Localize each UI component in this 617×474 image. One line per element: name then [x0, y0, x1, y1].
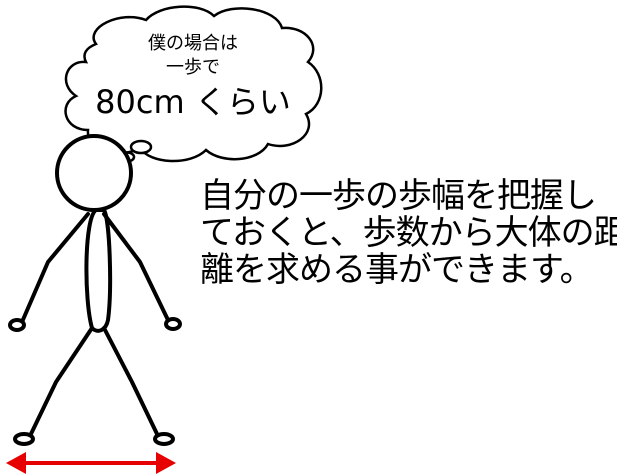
figure-left-arm — [20, 212, 90, 324]
figure-head — [55, 134, 133, 212]
thought-line-1: 僕の場合は — [148, 33, 238, 54]
caption-line-3: 離を求める事ができます。 — [200, 250, 594, 290]
figure-right-arm — [102, 212, 170, 322]
figure-torso — [84, 208, 113, 333]
figure-left-foot — [13, 432, 35, 446]
explanation-caption: 自分の一歩の歩幅を把握し ておくと、歩数から大体の距 離を求める事ができます。 — [200, 176, 617, 290]
figure-right-hand — [164, 317, 182, 331]
thought-bubble — [64, 5, 323, 163]
stride-arrow-head-left — [6, 452, 26, 474]
thought-line-2: 一歩で — [166, 57, 220, 78]
caption-line-2: ておくと、歩数から大体の距 — [200, 213, 617, 253]
thought-cloud-shape — [64, 5, 323, 163]
caption-line-1: 自分の一歩の歩幅を把握し — [200, 176, 597, 216]
figure-left-hand — [8, 318, 26, 332]
figure-right-foot — [153, 432, 175, 446]
thought-bubble-text: 僕の場合は 一歩で 80cm くらい — [78, 32, 308, 122]
thought-dot-large — [129, 139, 153, 155]
stride-arrow — [6, 452, 176, 474]
thought-line-3: 80cm くらい — [95, 83, 291, 121]
figure-right-leg — [102, 326, 160, 438]
stride-arrow-head-right — [156, 452, 176, 474]
figure-left-leg — [28, 326, 94, 438]
stick-figure — [8, 134, 182, 446]
